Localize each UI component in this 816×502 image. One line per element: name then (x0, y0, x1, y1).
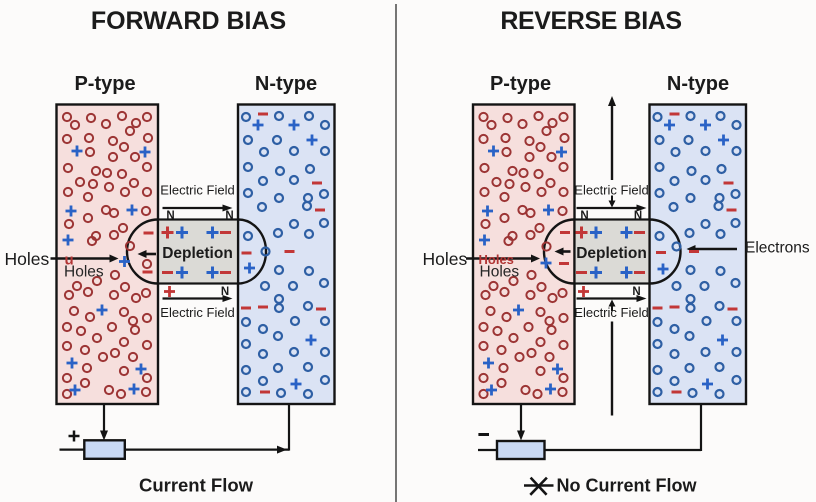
svg-text:Electrons: Electrons (745, 240, 810, 257)
svg-text:Holes: Holes (480, 264, 520, 281)
svg-text:Holes: Holes (479, 252, 514, 267)
svg-text:Holes: Holes (423, 249, 468, 269)
svg-text:Holes: Holes (64, 264, 104, 281)
svg-text:FORWARD BIAS: FORWARD BIAS (91, 7, 286, 35)
svg-text:N: N (634, 210, 642, 222)
svg-text:N-type: N-type (255, 73, 317, 95)
svg-text:N: N (221, 286, 229, 298)
svg-text:N: N (166, 210, 174, 222)
svg-text:N: N (632, 286, 640, 298)
svg-text:Electric Field: Electric Field (574, 305, 648, 320)
svg-text:Electric Field: Electric Field (160, 305, 234, 320)
svg-text:No Current Flow: No Current Flow (557, 476, 698, 496)
svg-text:Electric Field: Electric Field (160, 183, 234, 198)
svg-text:P-type: P-type (490, 73, 551, 95)
svg-text:Electric Field: Electric Field (574, 183, 648, 198)
svg-text:N: N (225, 210, 233, 222)
svg-text:REVERSE BIAS: REVERSE BIAS (500, 7, 681, 35)
svg-text:Depletion: Depletion (576, 245, 647, 262)
svg-text:Depletion: Depletion (162, 245, 233, 262)
svg-text:P-type: P-type (74, 73, 135, 95)
svg-text:u: u (65, 252, 74, 269)
svg-text:Current Flow: Current Flow (139, 475, 254, 496)
svg-text:Holes: Holes (5, 249, 50, 269)
svg-text:N: N (580, 210, 588, 222)
svg-text:N-type: N-type (667, 73, 729, 95)
